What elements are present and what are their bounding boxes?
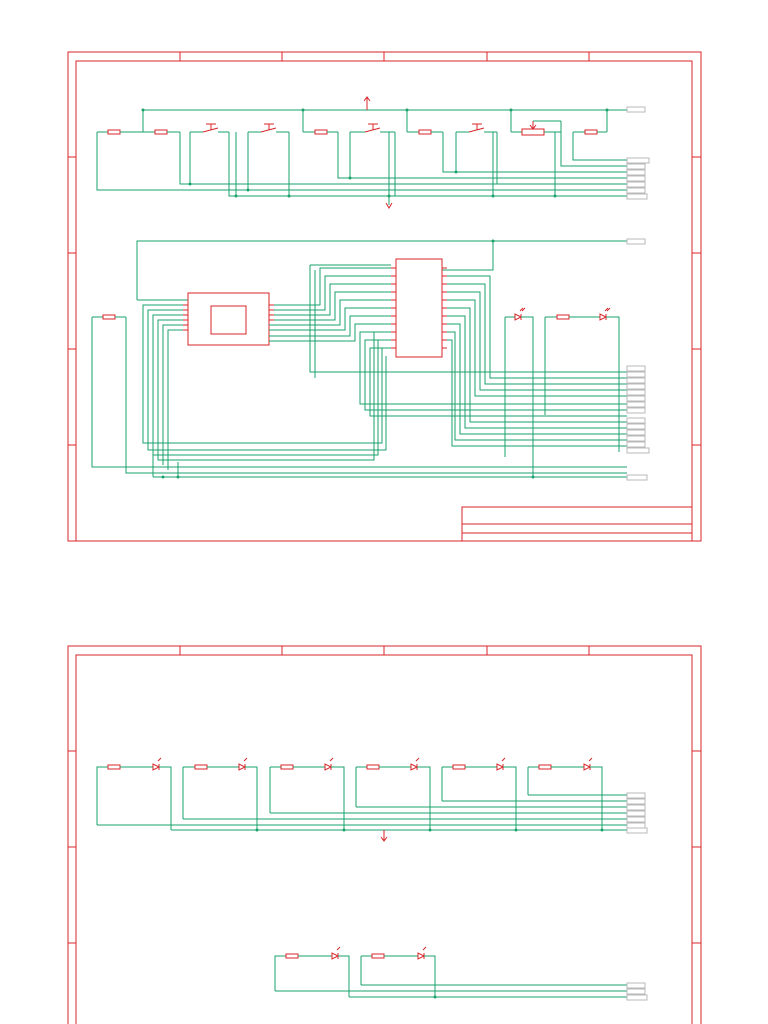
pushbutton-sw4 [456, 123, 497, 133]
led-channel-7 [274, 946, 350, 997]
resistor-icon [452, 764, 466, 770]
seven-segment-display-icon [183, 292, 274, 346]
resistor-icon [280, 764, 294, 770]
resistor-r5 [573, 129, 607, 135]
sheet-1-title-block [461, 506, 693, 542]
display-section [91, 238, 650, 481]
net-port-icon [626, 982, 648, 1001]
resistor-r2 [143, 129, 180, 135]
led-icon [410, 763, 419, 771]
net-port-icon [626, 365, 650, 481]
sheet-1-frame [67, 51, 702, 542]
resistor-r4 [407, 129, 443, 135]
led-channel-8 [360, 946, 436, 997]
resistor-icon [538, 764, 552, 770]
ground-arrow-icon [385, 202, 393, 209]
resistor-r3 [303, 129, 338, 135]
ic-icon [391, 258, 447, 358]
led-d1 [504, 307, 534, 477]
led-channel-2 [182, 757, 258, 830]
led-channel-1 [96, 757, 172, 830]
led-icon [331, 952, 340, 960]
power-arrow-icon [363, 96, 371, 110]
ground-arrow-icon [380, 830, 388, 842]
led-icon [238, 763, 247, 771]
resistor-icon [285, 953, 299, 959]
resistor-r1 [97, 129, 143, 135]
input-section [96, 96, 650, 209]
resistor-r7 [544, 314, 600, 415]
led-pair [274, 946, 648, 1001]
sheet-2 [67, 645, 702, 1024]
resistor-icon [107, 764, 121, 770]
led-icon [417, 952, 426, 960]
led-icon [152, 763, 161, 771]
resistor-icon [371, 953, 385, 959]
led-icon [496, 763, 505, 771]
led-icon [583, 763, 592, 771]
led-channel-3 [269, 757, 345, 830]
sheet-2-frame [67, 645, 702, 1024]
pushbutton-sw1 [190, 123, 229, 133]
resistor-icon [366, 764, 380, 770]
led-channel-5 [441, 757, 517, 830]
potentiometer-icon [511, 120, 627, 167]
led-icon [324, 763, 333, 771]
led-bank [96, 757, 648, 842]
sheet-1 [67, 51, 702, 542]
net-port-icon [626, 238, 646, 245]
led-channel-4 [355, 757, 431, 830]
net-port-icon [626, 106, 650, 200]
pushbutton-sw3 [350, 123, 395, 133]
led-channel-6 [527, 757, 603, 830]
net-port-icon [626, 792, 648, 834]
resistor-r6 [91, 314, 627, 474]
resistor-icon [194, 764, 208, 770]
led-d2 [599, 307, 620, 452]
pushbutton-sw2 [248, 123, 289, 133]
